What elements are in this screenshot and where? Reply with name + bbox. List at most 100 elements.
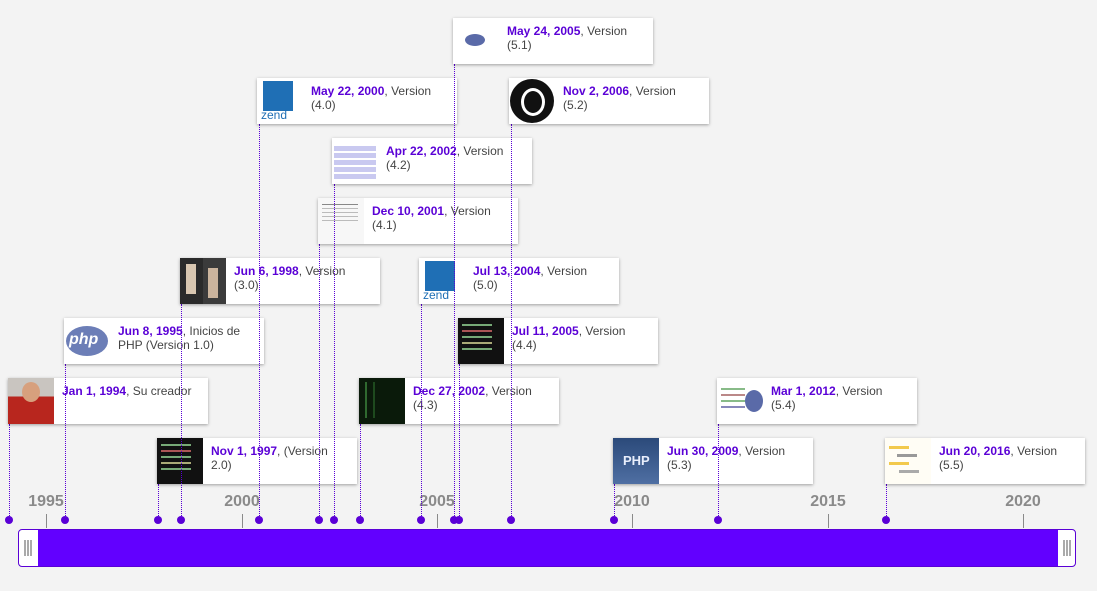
grip-icon[interactable] bbox=[24, 540, 32, 556]
event-connector bbox=[259, 124, 260, 520]
event-description: Su creador bbox=[132, 384, 192, 398]
event-text: Mar 1, 2012, Version (5.4) bbox=[771, 384, 883, 412]
event-marker[interactable] bbox=[356, 516, 364, 524]
event-thumbnail bbox=[359, 378, 405, 424]
event-connector bbox=[614, 484, 615, 520]
event-text: Nov 2, 2006, Version (5.2) bbox=[563, 84, 676, 112]
event-card[interactable]: Jun 6, 1998, Version (3.0) bbox=[180, 258, 380, 304]
event-description: Version (4.1) bbox=[372, 204, 491, 232]
event-marker[interactable] bbox=[5, 516, 13, 524]
event-text: Nov 1, 1997, (Version 2.0) bbox=[211, 444, 328, 472]
event-card[interactable]: Nov 2, 2006, Version (5.2) bbox=[509, 78, 709, 124]
event-connector bbox=[158, 484, 159, 520]
event-date[interactable]: Jul 13, 2004 bbox=[473, 264, 541, 278]
event-marker[interactable] bbox=[882, 516, 890, 524]
event-card[interactable]: Dec 10, 2001, Version (4.1) bbox=[318, 198, 518, 244]
event-description: Version (3.0) bbox=[234, 264, 346, 292]
event-description: Version (4.4) bbox=[512, 324, 626, 352]
event-connector bbox=[459, 364, 460, 520]
event-text: May 24, 2005, Version (5.1) bbox=[507, 24, 628, 52]
year-label-2010: 2010 bbox=[614, 493, 650, 510]
event-marker[interactable] bbox=[455, 516, 463, 524]
event-date[interactable]: May 22, 2000 bbox=[311, 84, 385, 98]
event-date[interactable]: Dec 10, 2001 bbox=[372, 204, 445, 218]
year-label-2000: 2000 bbox=[224, 493, 260, 510]
event-text: Jul 13, 2004, Version (5.0) bbox=[473, 264, 588, 292]
event-description: (Version 2.0) bbox=[211, 444, 328, 472]
event-card[interactable]: May 22, 2000, Version (4.0) bbox=[257, 78, 457, 124]
event-text: Jun 30, 2009, Version (5.3) bbox=[667, 444, 786, 472]
year-label-2020: 2020 bbox=[1005, 493, 1041, 510]
event-date[interactable]: Jan 1, 1994 bbox=[62, 384, 127, 398]
event-connector bbox=[360, 424, 361, 520]
event-thumbnail bbox=[509, 78, 555, 124]
event-marker[interactable] bbox=[417, 516, 425, 524]
event-connector bbox=[334, 184, 335, 520]
event-date[interactable]: Dec 27, 2002 bbox=[413, 384, 486, 398]
event-marker[interactable] bbox=[610, 516, 618, 524]
event-marker[interactable] bbox=[507, 516, 515, 524]
event-connector bbox=[181, 304, 182, 520]
event-card[interactable]: Jan 1, 1994, Su creador bbox=[8, 378, 208, 424]
event-marker[interactable] bbox=[714, 516, 722, 524]
timeline-scroll-thumb[interactable] bbox=[38, 530, 1058, 566]
event-text: May 22, 2000, Version (4.0) bbox=[311, 84, 432, 112]
event-connector bbox=[9, 424, 10, 520]
event-marker[interactable] bbox=[177, 516, 185, 524]
event-card[interactable]: Jul 13, 2004, Version (5.0) bbox=[419, 258, 619, 304]
event-date[interactable]: Jun 30, 2009 bbox=[667, 444, 739, 458]
event-connector bbox=[421, 304, 422, 520]
event-thumbnail bbox=[458, 318, 504, 364]
event-date[interactable]: Nov 1, 1997 bbox=[211, 444, 278, 458]
event-connector bbox=[65, 364, 66, 520]
event-marker[interactable] bbox=[255, 516, 263, 524]
year-tick bbox=[242, 514, 243, 528]
event-thumbnail bbox=[613, 438, 659, 484]
event-marker[interactable] bbox=[154, 516, 162, 524]
event-thumbnail bbox=[453, 18, 499, 64]
event-description: Version (5.0) bbox=[473, 264, 588, 292]
year-tick bbox=[46, 514, 47, 528]
event-date[interactable]: Nov 2, 2006 bbox=[563, 84, 630, 98]
event-thumbnail bbox=[180, 258, 226, 304]
event-text: Apr 22, 2002, Version (4.2) bbox=[386, 144, 504, 172]
event-date[interactable]: Mar 1, 2012 bbox=[771, 384, 836, 398]
event-date[interactable]: May 24, 2005 bbox=[507, 24, 581, 38]
event-thumbnail bbox=[717, 378, 763, 424]
event-card[interactable]: Dec 27, 2002, Version (4.3) bbox=[359, 378, 559, 424]
event-thumbnail bbox=[64, 318, 110, 364]
event-description: Version (4.0) bbox=[311, 84, 432, 112]
event-date[interactable]: Jun 20, 2016 bbox=[939, 444, 1011, 458]
event-card[interactable]: Nov 1, 1997, (Version 2.0) bbox=[157, 438, 357, 484]
event-card[interactable]: Mar 1, 2012, Version (5.4) bbox=[717, 378, 917, 424]
event-date[interactable]: Apr 22, 2002 bbox=[386, 144, 457, 158]
event-description: Version (5.4) bbox=[771, 384, 883, 412]
grip-icon[interactable] bbox=[1063, 540, 1071, 556]
event-card[interactable]: Jun 30, 2009, Version (5.3) bbox=[613, 438, 813, 484]
event-connector bbox=[454, 64, 455, 520]
event-thumbnail bbox=[318, 198, 364, 244]
event-marker[interactable] bbox=[315, 516, 323, 524]
event-thumbnail bbox=[257, 78, 303, 124]
event-card[interactable]: Apr 22, 2002, Version (4.2) bbox=[332, 138, 532, 184]
event-marker[interactable] bbox=[450, 516, 458, 524]
event-text: Jan 1, 1994, Su creador bbox=[62, 384, 192, 398]
event-date[interactable]: Jun 8, 1995 bbox=[118, 324, 183, 338]
event-thumbnail bbox=[419, 258, 465, 304]
event-card[interactable]: Jun 20, 2016, Version (5.5) bbox=[885, 438, 1085, 484]
event-description: Version (4.2) bbox=[386, 144, 504, 172]
event-marker[interactable] bbox=[330, 516, 338, 524]
event-marker[interactable] bbox=[61, 516, 69, 524]
year-tick bbox=[828, 514, 829, 528]
event-date[interactable]: Jun 6, 1998 bbox=[234, 264, 299, 278]
event-card[interactable]: Jul 11, 2005, Version (4.4) bbox=[458, 318, 658, 364]
event-date[interactable]: Jul 11, 2005 bbox=[512, 324, 579, 338]
event-card[interactable]: Jun 8, 1995, Inicios de PHP (Version 1.0… bbox=[64, 318, 264, 364]
event-card[interactable]: May 24, 2005, Version (5.1) bbox=[453, 18, 653, 64]
year-tick bbox=[1023, 514, 1024, 528]
year-tick bbox=[437, 514, 438, 528]
event-thumbnail bbox=[8, 378, 54, 424]
event-connector bbox=[319, 244, 320, 520]
event-thumbnail bbox=[885, 438, 931, 484]
